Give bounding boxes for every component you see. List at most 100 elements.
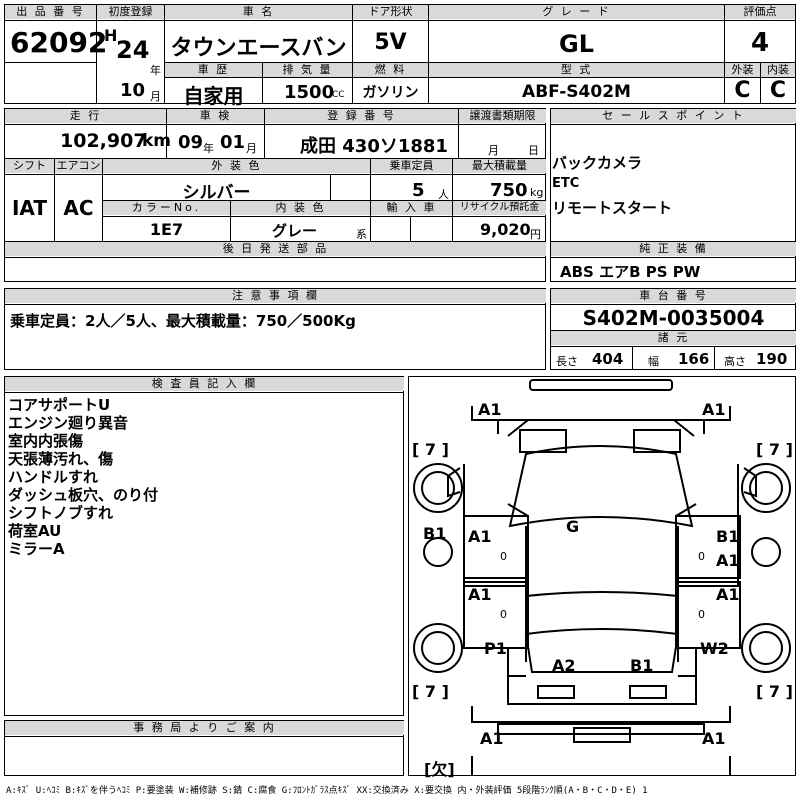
recycle-unit: 円 xyxy=(530,228,541,241)
mark-b1-right: B1 xyxy=(716,527,740,546)
import-label: 輸 入 車 xyxy=(371,201,452,215)
mark-w2: W2 xyxy=(700,639,729,658)
score: 4 xyxy=(750,28,770,58)
inspector-line: エンジン廻り異音 xyxy=(8,414,129,432)
grade-label: グ レ ー ド xyxy=(429,5,724,19)
color: シルバー xyxy=(182,183,251,203)
disp-label: 排 気 量 xyxy=(263,63,352,77)
tire-rl: [ 7 ] xyxy=(412,682,449,701)
capacity: 5 xyxy=(412,180,425,201)
insp-year-unit: 年 xyxy=(203,142,214,155)
tire-rr: [ 7 ] xyxy=(756,682,793,701)
tire-fl: [ 7 ] xyxy=(412,440,449,459)
height: 190 xyxy=(756,350,788,368)
history-label: 車 歴 xyxy=(165,63,262,77)
int-color-unit: 系 xyxy=(356,228,367,241)
month-unit: 月 xyxy=(150,90,161,103)
fuel-label: 燃 料 xyxy=(353,63,428,77)
inspector-line: 天張薄汚れ、傷 xyxy=(8,450,114,468)
inspector-line: 室内内張傷 xyxy=(8,432,84,450)
mark-zero-a: 0 xyxy=(500,550,507,563)
inspector-line: コアサポートU xyxy=(8,396,111,414)
insp-month-unit: 月 xyxy=(246,142,257,155)
year-unit: 年 xyxy=(150,64,161,77)
year: 24 xyxy=(116,36,150,64)
era: H xyxy=(104,26,118,45)
notes-text: 乗車定員：2人／5人、最大積載量：750／500Kg xyxy=(10,312,356,330)
width-label: 幅 xyxy=(648,355,659,368)
office-block xyxy=(4,720,404,776)
mark-door-rl: A1 xyxy=(468,585,492,604)
mileage: 102,907 xyxy=(60,130,147,152)
sales-point: ETC xyxy=(552,176,580,191)
displacement: 1500 xyxy=(284,82,335,103)
color-no-label: カラーNo. xyxy=(103,201,230,215)
office-label: 事 務 局 よ り ご 案 内 xyxy=(5,721,404,735)
ac: AC xyxy=(63,196,94,220)
int-grade: C xyxy=(769,78,787,103)
door-label: ドア形状 xyxy=(353,5,428,19)
disp-unit: CC xyxy=(332,90,345,100)
int-color-label: 内 装 色 xyxy=(231,201,370,215)
transfer-label: 譲渡書類期限 xyxy=(459,109,546,123)
load-label: 最大積載量 xyxy=(453,159,546,173)
mark-a1-right-mid: A1 xyxy=(716,551,740,570)
transfer-month: 月 xyxy=(488,144,499,157)
shift-label: シフト xyxy=(5,159,54,173)
model: ABF-S402M xyxy=(522,82,631,102)
lot-number: 62092 xyxy=(10,26,108,59)
inspector-line: 荷室AU xyxy=(8,522,62,540)
mark-door-fl: A1 xyxy=(468,527,492,546)
insp-month: 01 xyxy=(220,132,246,153)
notes-block xyxy=(4,288,546,370)
ext-grade: C xyxy=(734,78,751,103)
color-label: 外 装 色 xyxy=(103,159,370,173)
spec-label: 諸 元 xyxy=(551,331,796,345)
chassis-block xyxy=(550,288,796,370)
int-label: 内装 xyxy=(761,63,795,77)
recycle-label: リサイクル預託金 xyxy=(453,201,546,215)
mark-zero-d: 0 xyxy=(698,608,705,621)
door-type: 5V xyxy=(374,30,407,55)
fuel: ガソリン xyxy=(362,85,419,101)
ext-label: 外装 xyxy=(725,63,760,77)
grade: GL xyxy=(559,30,594,58)
inspector-label: 検 査 員 記 入 欄 xyxy=(5,377,404,391)
car-outline-drawing xyxy=(413,379,791,776)
mark-p1: P1 xyxy=(484,639,507,658)
shift: IAT xyxy=(11,196,47,220)
equipment-label: 純 正 装 備 xyxy=(551,242,796,256)
width: 166 xyxy=(678,350,710,368)
inspector-block xyxy=(4,376,404,716)
int-color: グレー xyxy=(272,222,318,240)
notes-label: 注 意 事 項 欄 xyxy=(5,289,546,303)
mark-b1-left: B1 xyxy=(423,524,447,543)
capacity-unit: 人 xyxy=(438,188,449,201)
inspector-line: ミラーA xyxy=(8,540,65,558)
sales-label: セ ー ル ス ポ イ ン ト xyxy=(551,109,796,123)
sales-block xyxy=(550,108,796,282)
history: 自家用 xyxy=(183,84,244,108)
detail-block xyxy=(4,108,546,282)
reg-label: 登 録 番 号 xyxy=(265,109,458,123)
mileage-unit: km xyxy=(142,131,172,151)
car-diagram xyxy=(408,376,796,776)
car-name: タウンエースバン xyxy=(170,36,347,61)
height-label: 高さ xyxy=(724,355,746,368)
inspection-label: 車 検 xyxy=(167,109,264,123)
model-label: 型 式 xyxy=(429,63,724,77)
mark-a2: A2 xyxy=(552,656,576,675)
score-label: 評価点 xyxy=(725,5,795,19)
mark-roof: G xyxy=(566,517,580,536)
later-parts-label: 後 日 発 送 部 品 xyxy=(5,242,546,256)
inspector-line: シフトノブすれ xyxy=(8,504,114,522)
capacity-label: 乗車定員 xyxy=(371,159,452,173)
mark-zero-c: 0 xyxy=(500,608,507,621)
load-unit: kg xyxy=(530,186,544,199)
length-label: 長さ xyxy=(556,355,578,368)
reg-number: 成田 430ソ1881 xyxy=(300,136,448,157)
mark-rear-right: A1 xyxy=(702,729,726,748)
inspector-line: ダッシュ板穴、のり付 xyxy=(8,486,159,504)
insp-year: 09 xyxy=(178,132,204,153)
month: 10 xyxy=(120,80,146,101)
